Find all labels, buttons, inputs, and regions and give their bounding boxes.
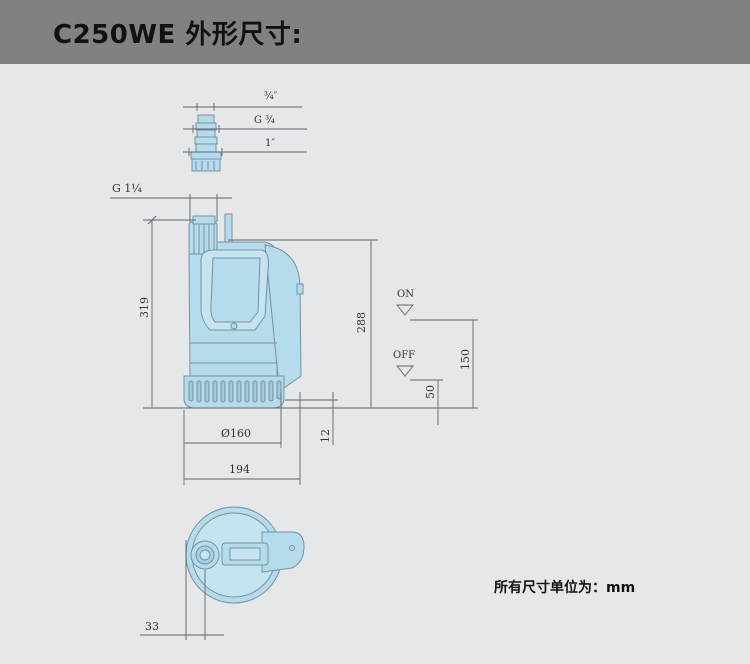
page-header: C250WE 外形尺寸: [0,0,750,64]
thread-g-three-quarter-label: G ¾ [254,115,275,126]
page-title: C250WE 外形尺寸: [53,20,303,50]
width-label: 194 [229,463,250,476]
dimension-drawing: ¾″ G ¾ 1″ G 1¼ 319 288 ON OFF 150 50 12 … [110,91,478,640]
hose-adapter [190,114,222,172]
base-clearance-label: 12 [319,429,332,443]
float-off-marker [396,365,414,377]
hose-one-inch-label: 1″ [265,138,275,149]
hose-three-quarter-label: ¾″ [264,91,278,102]
units-note: 所有尺寸单位为：mm [494,580,636,596]
height-switch-label: 288 [355,312,368,333]
height-total-label: 319 [138,297,151,318]
outlet-thread-label: G 1¼ [112,182,142,195]
diameter-label: Ø160 [221,427,251,440]
level-on-label: 150 [459,349,472,370]
float-on-marker [396,304,414,316]
outlet-offset-label: 33 [145,620,159,633]
float-off-label: OFF [393,350,415,361]
pump-side-view [183,213,304,409]
pump-top-view [185,506,305,604]
level-off-label: 50 [424,385,437,399]
float-on-label: ON [397,289,414,300]
